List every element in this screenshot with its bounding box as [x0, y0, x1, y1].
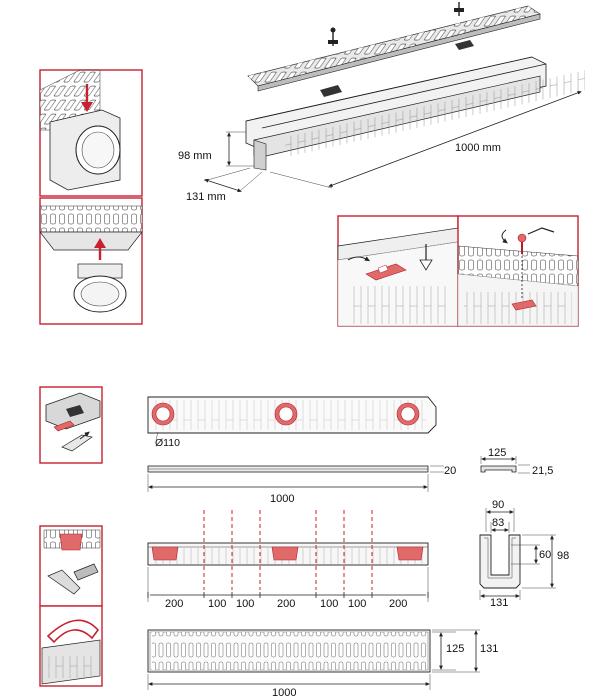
segment-label: 200: [277, 598, 295, 610]
section-height-label: 98: [557, 550, 569, 562]
arrow-down-icon: [81, 102, 93, 112]
outlet-hole: [396, 402, 420, 426]
clip-icon: [320, 40, 474, 97]
outlet-hole: [274, 402, 298, 426]
segment-label: 100: [348, 598, 366, 610]
saw-icon: [47, 569, 81, 595]
outlet-knockout: [151, 546, 424, 561]
inset-screw-fixing: [457, 215, 579, 327]
segment-label: 200: [165, 598, 183, 610]
inset-bottom-outlet: [39, 197, 143, 325]
section-top-width-label: 90: [492, 499, 504, 511]
grate-section: 125 21,5: [480, 447, 553, 477]
grate-thickness-label: 20: [444, 465, 456, 477]
inset-end-cap: [39, 69, 143, 197]
segment-label: 100: [236, 598, 254, 610]
section-inner-width-label: 83: [492, 517, 504, 529]
top-view-outlets: Ø110: [147, 396, 437, 449]
segment-label: 100: [320, 598, 338, 610]
width-label: 131 mm: [186, 191, 226, 203]
grate-length-label: 1000: [270, 493, 294, 505]
plan-length-label: 1000: [272, 687, 296, 699]
inset-end-cap-closed: [39, 386, 103, 464]
outlet-hole: [151, 402, 175, 426]
height-dimension: 98 mm: [178, 131, 254, 167]
segment-label: 100: [208, 598, 226, 610]
grate-width-label: 125: [488, 447, 506, 459]
grate-height-label: 21,5: [532, 465, 553, 477]
segment-ticks: [147, 592, 429, 598]
inset-cut-and-install: [39, 525, 103, 607]
plan-inner-width-label: 125: [446, 643, 464, 655]
arrow-down-icon: [419, 259, 433, 271]
inset-connection: [39, 605, 103, 687]
section-inner-depth-label: 60: [539, 549, 551, 561]
length-label: 1000 mm: [455, 142, 501, 154]
channel-section: 90 83 60 98 131: [479, 499, 569, 609]
inset-clip-fixing: [337, 215, 459, 327]
grate-side-view: 20 1000: [147, 465, 456, 505]
perspective-view: 98 mm 131 mm 1000 mm: [178, 2, 585, 203]
plan-outer-width-label: 131: [480, 643, 498, 655]
screw-icon: [517, 233, 527, 243]
plan-view: 125 131 1000: [147, 629, 498, 699]
segment-label: 200: [389, 598, 407, 610]
channel-side-view: 200 100 100 200 100 100 200: [147, 510, 429, 610]
section-bottom-width-label: 131: [490, 597, 508, 609]
grate-perspective: [247, 5, 541, 92]
screw-icon: [454, 2, 464, 16]
width-dimension: 131 mm: [186, 167, 263, 203]
diameter-label: Ø110: [155, 437, 180, 449]
length-dimension: 1000 mm: [269, 91, 582, 189]
height-label: 98 mm: [178, 150, 212, 162]
screw-icon: [328, 27, 338, 46]
arrow-up-icon: [94, 238, 106, 248]
cut-lines: [203, 510, 373, 590]
